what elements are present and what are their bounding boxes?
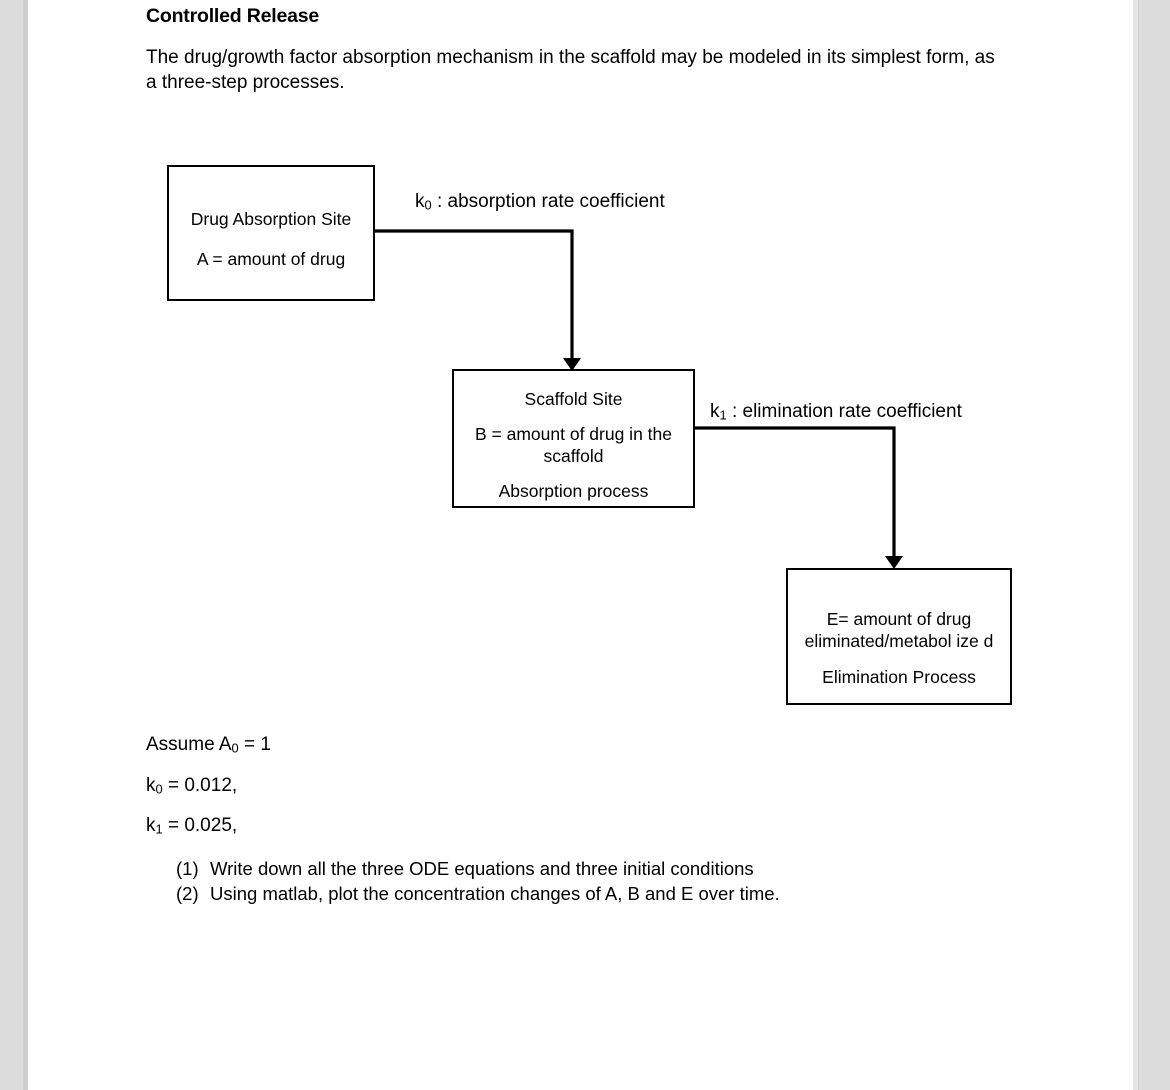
diagram-connectors <box>375 229 903 569</box>
assumption-a0-prefix: Assume A <box>146 734 232 755</box>
node-elimination-site-variable-line1: E= amount of drug <box>826 608 972 629</box>
task-item-marker: (2) <box>176 882 199 904</box>
node-scaffold-site[interactable]: Scaffold Site B = amount of drug in the … <box>452 369 695 508</box>
page-title: Controlled Release <box>146 5 320 27</box>
assumption-k1-subscript: 1 <box>155 821 163 837</box>
assumption-k0-value: = 0.012, <box>162 775 238 796</box>
page-edge-shadow-right <box>1133 0 1139 1090</box>
assumption-k0-prefix: k <box>146 775 156 796</box>
task-list: (1) Write down all the three ODE equatio… <box>176 857 1016 906</box>
node-elimination-site[interactable]: E= amount of drug eliminated/metabol ize… <box>786 568 1012 705</box>
assumption-k0: k0 = 0.012, <box>146 775 237 797</box>
task-item-marker: (1) <box>176 858 199 879</box>
task-item-text: Write down all the three ODE equations a… <box>210 858 754 879</box>
node-drug-absorption-site-variable: A = amount of drug <box>196 249 346 269</box>
document-page: Controlled Release The drug/growth facto… <box>28 0 1133 1090</box>
assumption-a0: Assume A0 = 1 <box>146 734 271 756</box>
assumption-a0-value: = 1 <box>238 734 271 755</box>
task-item: (2) Using matlab, plot the concentration… <box>176 882 1016 907</box>
node-drug-absorption-site[interactable]: Drug Absorption Site A = amount of drug <box>167 165 375 301</box>
edge-label-k0-subscript: 0 <box>424 197 432 213</box>
node-elimination-site-variable-line2: eliminated/metabol ize d <box>804 630 994 651</box>
task-item-text: Using matlab, plot the concentration cha… <box>210 882 780 904</box>
assumption-k1-value: = 0.025, <box>162 815 238 836</box>
three-step-process-diagram: Drug Absorption Site A = amount of drug … <box>28 0 1133 1090</box>
node-scaffold-site-variable: B = amount of drug in the scaffold <box>474 424 672 466</box>
edge-label-k1-symbol: k <box>710 401 720 422</box>
node-scaffold-site-process: Absorption process <box>498 481 649 501</box>
edge-label-k1: k1 : elimination rate coefficient <box>710 401 962 423</box>
edge-label-k0-symbol: k <box>415 191 425 212</box>
assumption-k1-prefix: k <box>146 815 156 836</box>
edge-label-k1-subscript: 1 <box>719 407 727 423</box>
node-drug-absorption-site-title: Drug Absorption Site <box>190 209 352 229</box>
node-elimination-site-process: Elimination Process <box>822 666 976 687</box>
edge-label-k1-text: : elimination rate coefficient <box>726 401 962 422</box>
viewer-gutter-left <box>0 0 23 1090</box>
node-scaffold-site-title: Scaffold Site <box>524 389 623 409</box>
connector-k1-line <box>695 426 896 558</box>
viewer-gutter-right <box>1139 0 1170 1090</box>
page-edge-shadow-left <box>23 0 28 1090</box>
edge-label-k0: k0 : absorption rate coefficient <box>415 191 665 213</box>
node-elimination-site-variable: E= amount of drug eliminated/metabol ize… <box>805 608 994 652</box>
intro-paragraph: The drug/growth factor absorption mechan… <box>146 47 995 93</box>
edge-label-k0-text: : absorption rate coefficient <box>431 191 665 212</box>
task-item: (1) Write down all the three ODE equatio… <box>176 857 1016 882</box>
assumption-k1: k1 = 0.025, <box>146 815 237 837</box>
assumption-k0-subscript: 0 <box>155 781 163 797</box>
assumption-a0-subscript: 0 <box>231 740 239 756</box>
connector-k0-line <box>375 229 574 360</box>
document-content: Controlled Release The drug/growth facto… <box>28 0 1133 1090</box>
